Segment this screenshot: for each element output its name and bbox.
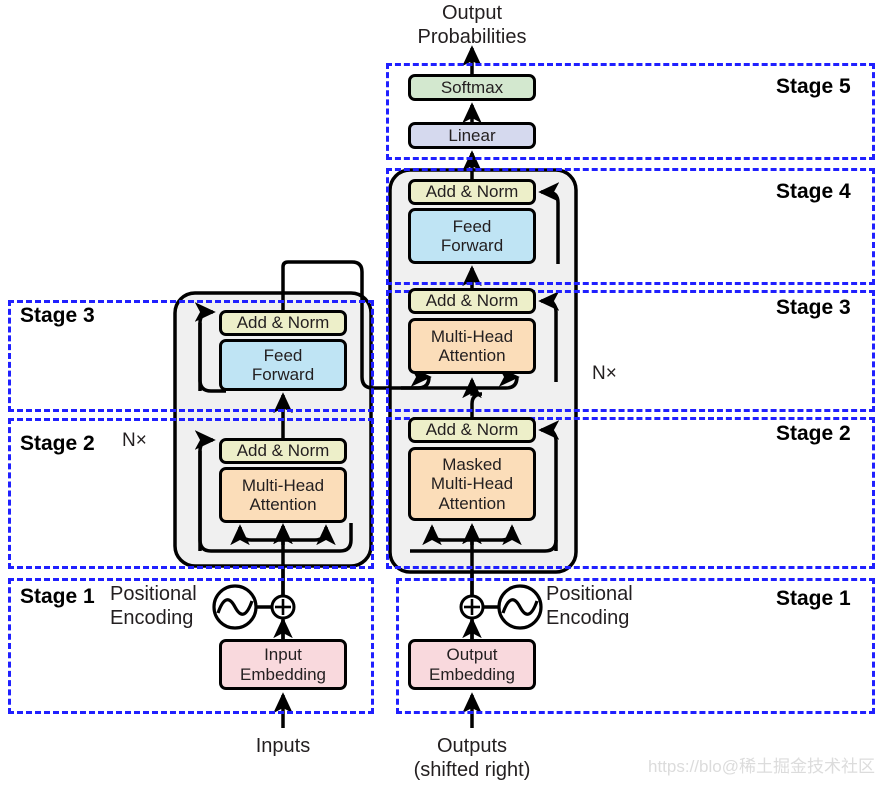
stage-box-stage-2-left xyxy=(8,418,374,569)
block-enc-add-norm-2: Add & Norm xyxy=(219,310,347,336)
watermark-url: https://blo xyxy=(648,757,722,776)
stage-box-stage-3-left xyxy=(8,300,374,412)
sine-wave-left xyxy=(216,598,254,616)
stage-label-stage-4: Stage 4 xyxy=(776,180,851,203)
stage-label-stage-3-left: Stage 3 xyxy=(20,304,95,327)
io-label-outputs: Outputs (shifted right) xyxy=(413,735,531,781)
stage-label-stage-3-right: Stage 3 xyxy=(776,296,851,319)
sine-wave-right xyxy=(501,598,539,616)
block-dec-masked-attn: Masked Multi-Head Attention xyxy=(408,447,536,521)
encoder-qkv-right-arrow xyxy=(283,524,336,546)
encoder-qkv-left-arrow xyxy=(230,524,283,546)
encoder-attn-residual-arrow xyxy=(194,430,216,551)
decoder-crossattn-residual-arrow xyxy=(538,291,560,382)
stage-box-stage-1-right xyxy=(396,578,875,714)
stage-label-stage-1-right: Stage 1 xyxy=(776,587,851,610)
stage-box-stage-5 xyxy=(386,63,875,160)
io-label-positional-encoding-right: Positional Encoding xyxy=(546,583,633,629)
decoder-query-arrow xyxy=(462,377,483,417)
block-linear: Linear xyxy=(408,122,536,149)
stage-box-stage-4 xyxy=(386,168,875,285)
block-dec-feed-forward: Feed Forward xyxy=(408,208,536,264)
io-label-output-probabilities: Output Probabilities xyxy=(417,2,527,48)
block-dec-add-norm-2: Add & Norm xyxy=(408,288,536,314)
decoder-maskedattn-residual-arrow xyxy=(538,420,560,551)
watermark-handle: @稀土掘金技术社区 xyxy=(721,757,875,776)
stage-box-stage-1-left xyxy=(8,578,374,714)
watermark: https://blo@稀土掘金技术社区 xyxy=(648,752,875,777)
decoder-ffn-residual-arrow xyxy=(538,182,560,264)
block-enc-feed-forward: Feed Forward xyxy=(219,339,347,391)
io-label-positional-encoding-left: Positional Encoding xyxy=(110,583,197,629)
stage-box-stage-3-right xyxy=(386,290,875,412)
decoder-masked-residual-base xyxy=(410,539,558,553)
nx-label-nx-encoder: N× xyxy=(122,430,147,451)
nx-label-nx-decoder: N× xyxy=(592,363,617,384)
stage-box-stage-2-right xyxy=(386,417,875,569)
encoder-to-decoder-bus xyxy=(281,260,384,390)
block-dec-add-norm-1: Add & Norm xyxy=(408,417,536,443)
stage-label-stage-2-right: Stage 2 xyxy=(776,422,851,445)
decoder-masked-qkv-left-arrow xyxy=(422,524,472,546)
block-dec-cross-attn: Multi-Head Attention xyxy=(408,318,536,374)
block-softmax: Softmax xyxy=(408,74,536,101)
io-label-inputs: Inputs xyxy=(255,735,311,757)
block-input-embedding: Input Embedding xyxy=(219,639,347,690)
stage-label-stage-5: Stage 5 xyxy=(776,75,851,98)
encoder-ffn-residual-arrow xyxy=(194,302,216,391)
stage-label-stage-1-left: Stage 1 xyxy=(20,585,95,608)
cross-attention-value-arrow xyxy=(401,377,517,388)
stage-label-stage-2-left: Stage 2 xyxy=(20,432,95,455)
block-enc-add-norm-1: Add & Norm xyxy=(219,438,347,464)
block-enc-self-attn: Multi-Head Attention xyxy=(219,467,347,523)
block-output-embedding: Output Embedding xyxy=(408,639,536,690)
decoder-masked-qkv-right-arrow xyxy=(472,524,522,546)
block-dec-add-norm-3: Add & Norm xyxy=(408,179,536,205)
